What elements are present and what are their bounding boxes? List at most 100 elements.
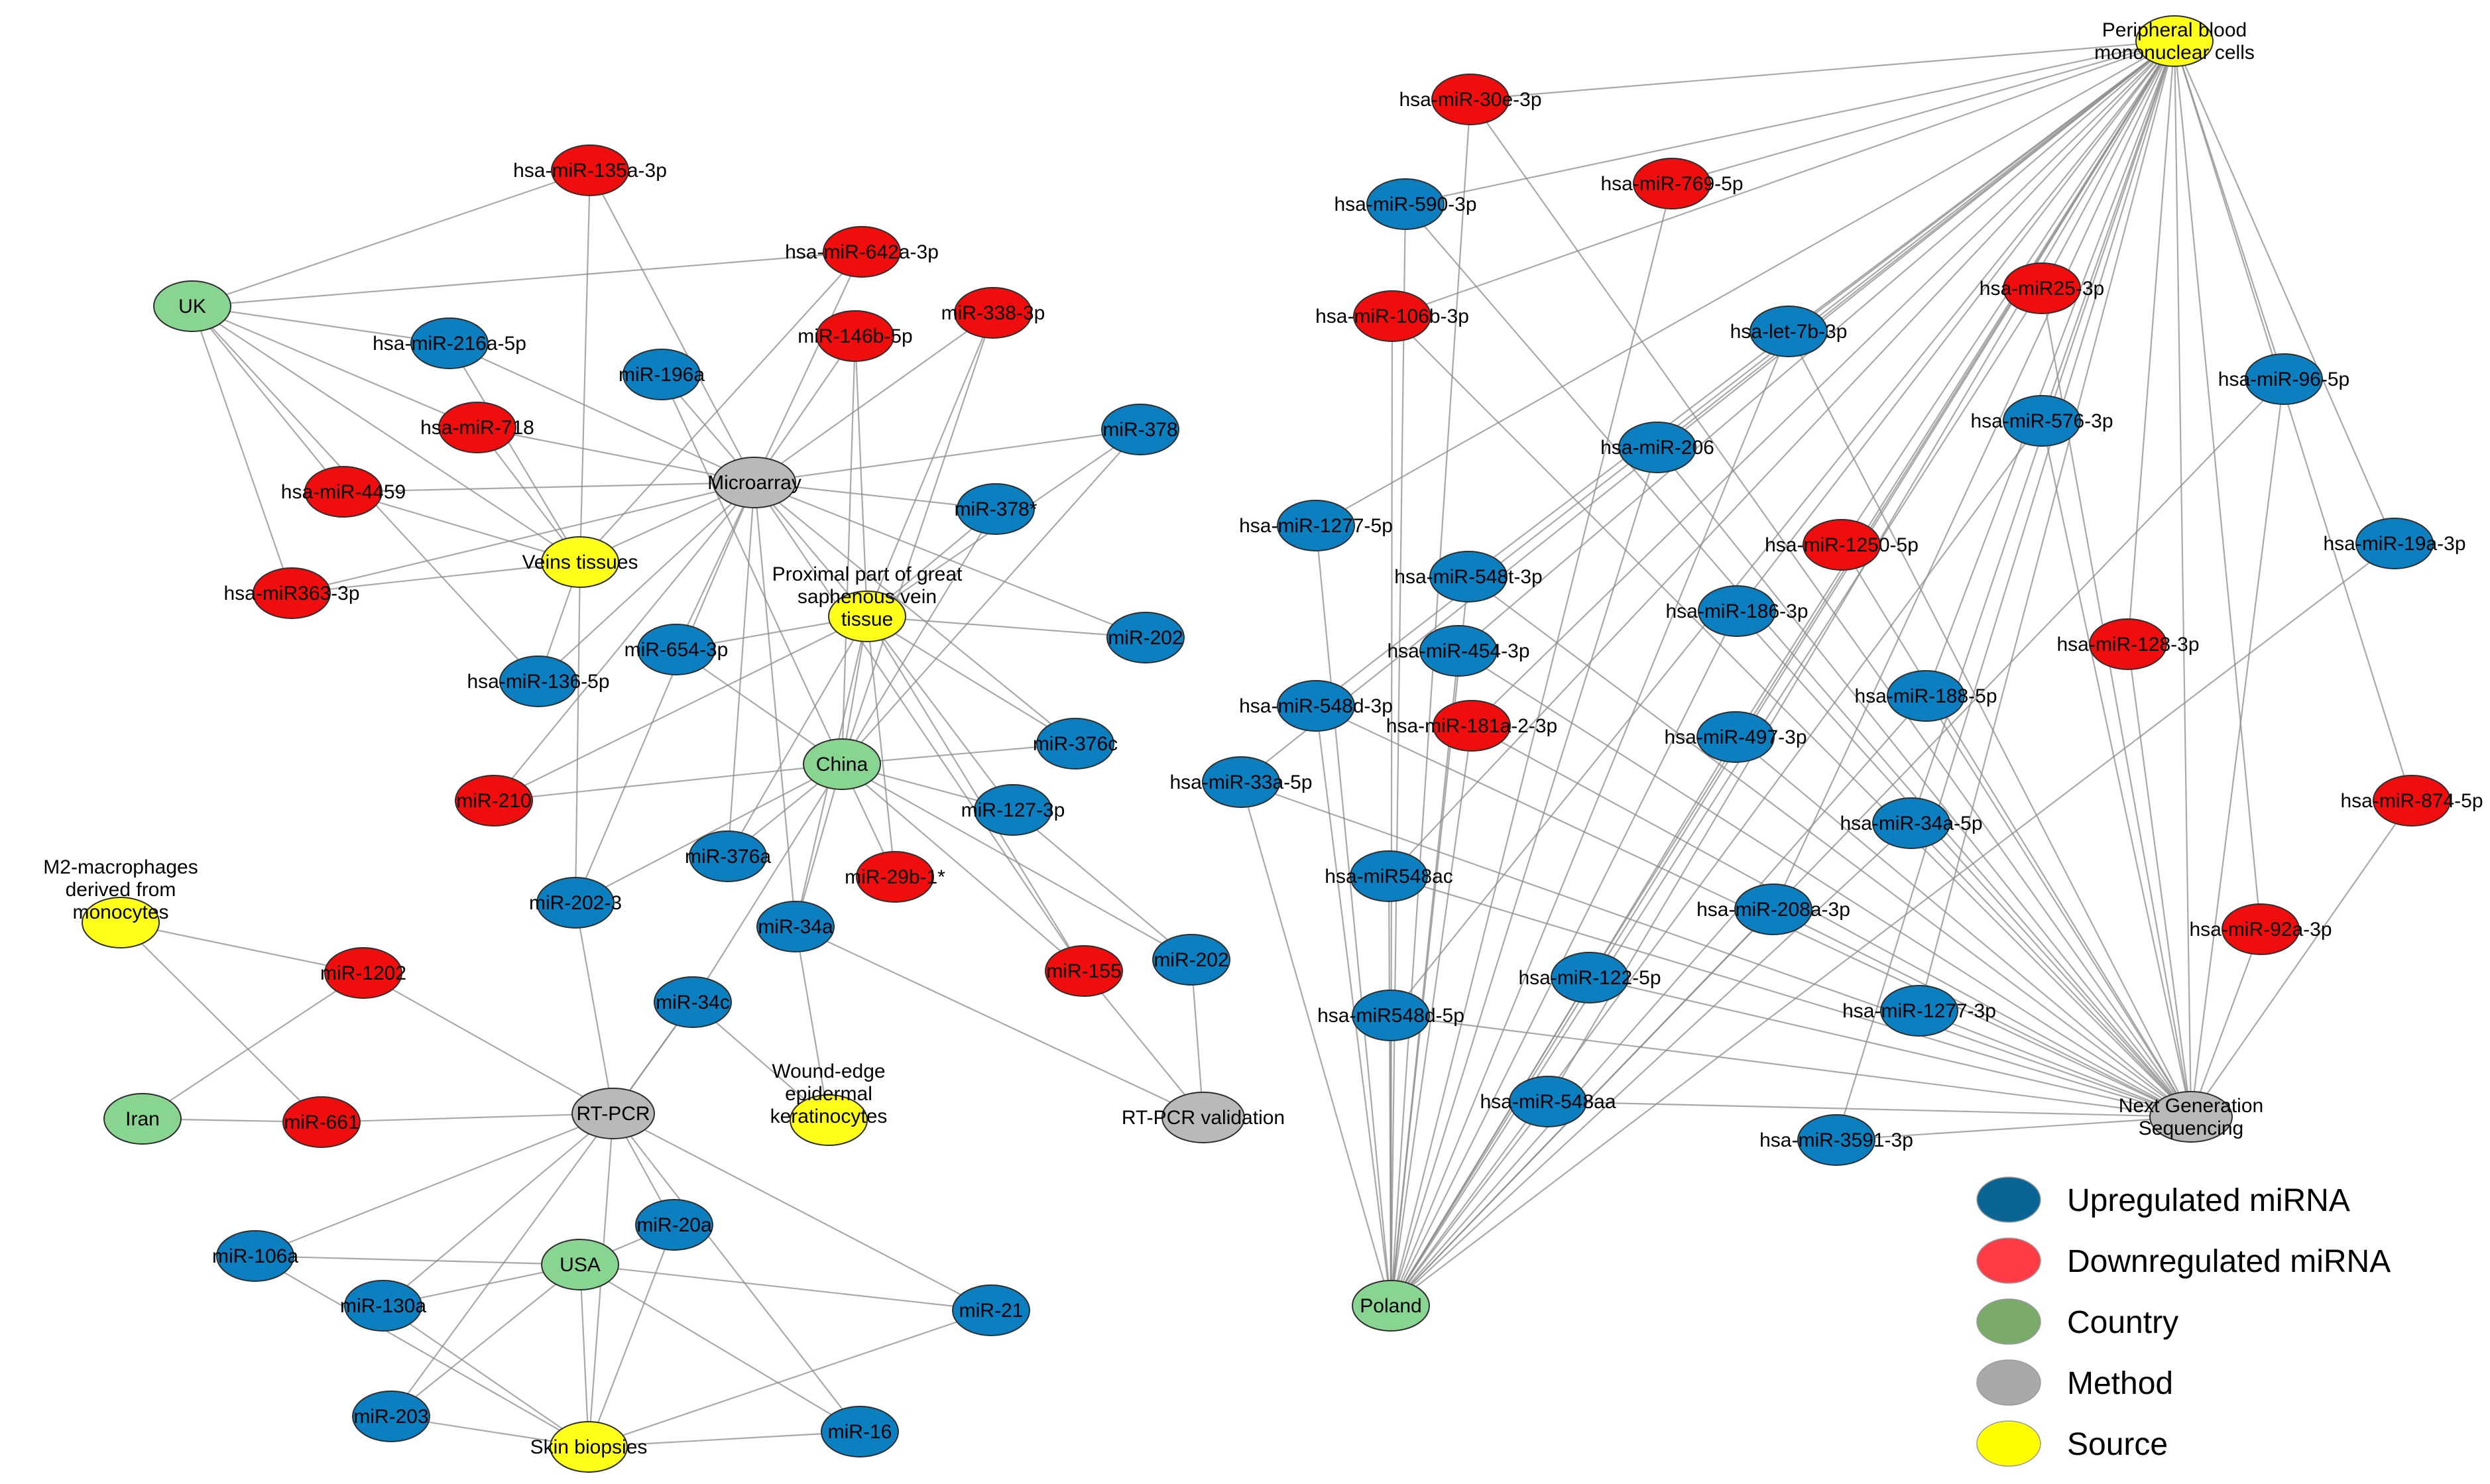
node-label: Poland <box>1360 1295 1421 1317</box>
node-hsa-mir25-3p: hsa-miR25-3p <box>1980 262 2104 314</box>
edge-poland-r19a <box>1390 543 2395 1306</box>
node-label: miR-146b-5p <box>798 325 912 347</box>
edge-gsv-l338 <box>866 312 994 617</box>
node-label: hsa-miR-208a-3p <box>1696 899 1850 921</box>
edge-poland-r34a5 <box>1390 823 1912 1306</box>
edge-pbmc-r874 <box>2173 40 2413 801</box>
node-label: RT-PCR <box>576 1103 650 1125</box>
edge-micro-l136 <box>538 482 755 682</box>
node-ellipse <box>2222 903 2300 955</box>
edge-ngs-r497 <box>1735 736 2192 1117</box>
node-ellipse <box>550 1421 628 1473</box>
node-label: miR-196a <box>619 364 705 386</box>
node-label-line: M2-macrophages <box>43 856 198 878</box>
node-hsa-mir-181a-2-3p: hsa-miR-181a-2-3p <box>1386 700 1557 752</box>
node-label: hsa-miR-548t-3p <box>1394 566 1542 588</box>
edge-pbmc-r92a <box>2173 40 2262 930</box>
edge-ngs-r548t <box>1468 576 2192 1117</box>
node-ellipse <box>2373 775 2451 827</box>
node-mir-29b-1: miR-29b-1* <box>845 851 945 903</box>
node-label: hsa-miR-206 <box>1600 437 1714 459</box>
node-label: hsa-miR-181a-2-3p <box>1386 715 1557 737</box>
node-ellipse <box>1366 178 1445 230</box>
node-mir-34a: miR-34a <box>756 901 835 952</box>
node-label: miR-34c <box>656 992 730 1013</box>
edge-m2-l661 <box>120 922 322 1123</box>
edge-rtpcr-l203 <box>390 1113 614 1417</box>
node-label: RT-PCR validation <box>1122 1107 1285 1129</box>
node-hsa-mir-1277-3p: hsa-miR-1277-3p <box>1842 985 1996 1037</box>
node-label: miR-16 <box>828 1421 892 1443</box>
edge-uk-l4459 <box>192 306 344 492</box>
edge-poland-r590 <box>1390 203 1407 1306</box>
node-ellipse <box>2003 262 2081 314</box>
node-ellipse <box>82 897 160 948</box>
node-label-line: saphenous vein <box>798 586 937 608</box>
node-label: Microarray <box>707 472 801 494</box>
node-hsa-mir-188-5p: hsa-miR-188-5p <box>1854 670 1997 722</box>
node-label-line: mononuclear cells <box>2094 42 2255 64</box>
legend-swatch-upregulated <box>1976 1176 2041 1223</box>
node-hsa-mir363-3p: hsa-miR363-3p <box>223 567 360 619</box>
edge-ngs-rlet7b <box>1788 331 2192 1117</box>
node-hsa-mir-92a-3p: hsa-miR-92a-3p <box>2189 903 2332 955</box>
node-label: miR-203 <box>353 1406 428 1428</box>
node-hsa-mir-3591-3p: hsa-miR-3591-3p <box>1759 1114 1913 1166</box>
edge-gsv-l210 <box>493 616 868 801</box>
node-hsa-mir-1250-5p: hsa-miR-1250-5p <box>1765 519 1919 571</box>
node-ellipse <box>713 457 796 508</box>
node-label: miR-378* <box>954 498 1037 520</box>
edge-veins-l363 <box>291 561 581 595</box>
node-hsa-mir-590-3p: hsa-miR-590-3p <box>1334 178 1477 230</box>
edge-poland-r769 <box>1390 183 1673 1306</box>
node-mir-1202: miR-1202 <box>320 947 406 999</box>
edge-micro-l155 <box>754 482 1085 972</box>
node-mir-20a: miR-20a <box>635 1199 713 1251</box>
edge-ngs-r92a <box>2190 929 2262 1117</box>
node-label: hsa-miR-454-3p <box>1387 640 1529 662</box>
edge-usa-l203 <box>390 1264 581 1417</box>
node-label: miR-378 <box>1102 419 1177 441</box>
node-ellipse <box>635 1199 713 1251</box>
edge-rtpcr-l16 <box>613 1113 860 1432</box>
node-ellipse <box>1803 519 1881 571</box>
node-hsa-mir-454-3p: hsa-miR-454-3p <box>1387 625 1530 677</box>
edge-uk-veins <box>192 306 581 563</box>
node-ellipse <box>216 1230 294 1282</box>
edge-micro-l216 <box>449 342 755 484</box>
node-label: hsa-miR548ac <box>1325 866 1452 887</box>
node-hsa-mir-576-3p: hsa-miR-576-3p <box>1970 395 2113 447</box>
edge-pbmc-r186 <box>1736 40 2175 612</box>
node-label: hsa-miR-4459 <box>281 481 406 503</box>
node-label: hsa-miR-497-3p <box>1664 726 1807 748</box>
node-hsa-mir-34a-5p: hsa-miR-34a-5p <box>1840 797 1983 849</box>
node-uk: UK <box>153 280 231 332</box>
edge-poland-rlet7b <box>1390 331 1790 1306</box>
edge-ngs-r34a5 <box>1911 823 2192 1117</box>
node-poland: Poland <box>1352 1280 1430 1332</box>
node-mir-378: miR-378 <box>1101 404 1179 455</box>
edge-iran-l1202 <box>142 972 364 1119</box>
node-label: miR-21 <box>959 1300 1024 1322</box>
node-ellipse <box>2135 15 2214 67</box>
edge-pbmc-poland <box>1390 40 2175 1306</box>
node-veins-tissues: Veins tissues <box>522 536 638 588</box>
node-label: hsa-miR-96-5p <box>2218 369 2349 390</box>
node-mir-16: miR-16 <box>821 1406 899 1457</box>
legend-item-method: Method <box>1976 1359 2173 1406</box>
edge-pbmc-r548t <box>1468 40 2175 577</box>
node-hsa-mir-206: hsa-miR-206 <box>1600 422 1714 473</box>
edge-poland-r548d3 <box>1315 705 1392 1306</box>
node-ellipse <box>541 1239 619 1290</box>
node-label: hsa-miR-769-5p <box>1600 173 1743 195</box>
edge-pbmc-r30e <box>1470 40 2175 101</box>
edge-rtpcr-l21 <box>613 1113 992 1311</box>
edge-china-l338 <box>841 312 994 765</box>
edge-poland-r1277_5 <box>1315 525 1392 1306</box>
node-label: hsa-miR-1277-5p <box>1239 515 1393 537</box>
node-label: miR-376c <box>1033 733 1118 755</box>
node-ellipse <box>974 784 1052 836</box>
node-ellipse <box>344 1280 422 1332</box>
node-label-line: Sequencing <box>2139 1117 2243 1139</box>
